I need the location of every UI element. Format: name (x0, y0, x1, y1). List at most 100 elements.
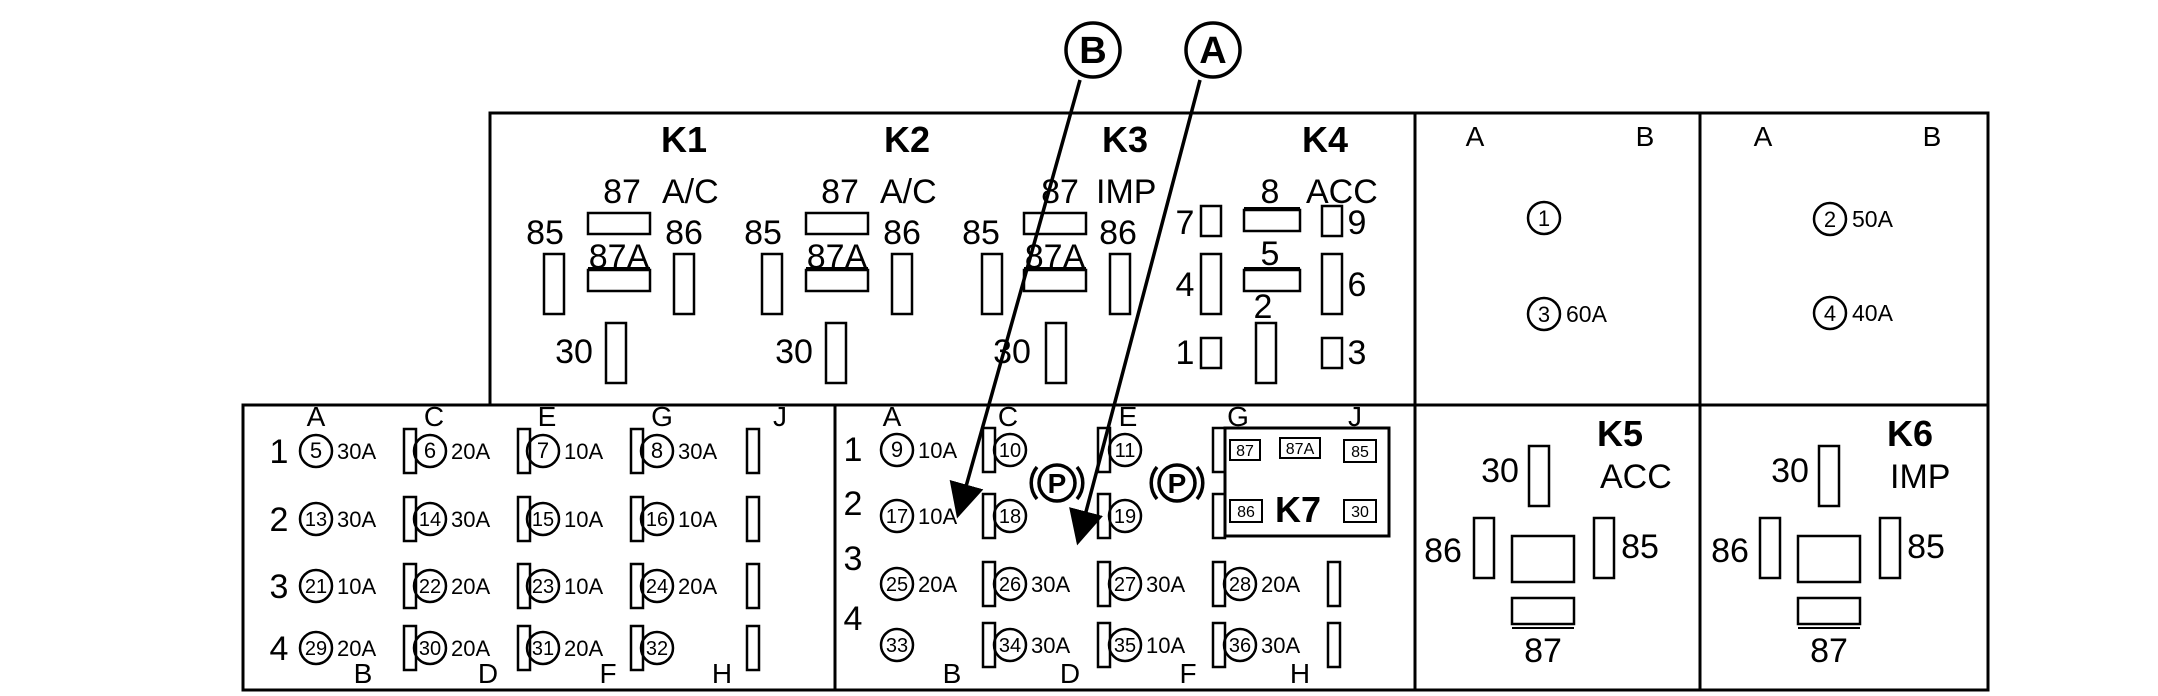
svg-text:40A: 40A (1852, 300, 1894, 326)
relay-k4-label: K4 (1302, 119, 1348, 160)
k4-terminal-1: 1 (1176, 334, 1195, 372)
svg-text:87A: 87A (1286, 441, 1315, 458)
fuse-rating: 30A (1031, 572, 1070, 597)
maxi1-col-b: B (1636, 121, 1655, 152)
svg-text:1: 1 (270, 433, 289, 471)
fuse-rating: 10A (564, 507, 603, 532)
fuse-slot (629, 427, 645, 475)
fuse-rating: 10A (918, 504, 957, 529)
fuse-slot (516, 624, 532, 672)
k6-terminal-85: 85 (1907, 528, 1945, 566)
svg-text:F: F (1179, 658, 1196, 689)
fuse-rating: 20A (451, 574, 490, 599)
callout-a-label: A (1199, 30, 1226, 72)
fuse: 36 30A (1222, 627, 1300, 663)
fuse-number: 18 (999, 506, 1021, 528)
svg-text:D: D (1060, 658, 1080, 689)
k2-terminal-86: 86 (883, 214, 921, 252)
fuse-bank-left-labels: A C E G J B D F H 1 2 3 4 (270, 401, 787, 689)
maxi-fuse: 1 (1526, 200, 1562, 236)
fuse-number: 7 (537, 438, 549, 463)
k5-terminal-87: 87 (1524, 632, 1562, 670)
fuse-slot (1211, 560, 1227, 608)
relay-k5: K5 ACC 30 86 85 87 (1424, 413, 1672, 670)
fuse-slot (402, 624, 418, 672)
fuse-rating: 30A (337, 507, 376, 532)
fuse-slot (1096, 621, 1112, 669)
k5-function: ACC (1600, 458, 1672, 496)
svg-text:2: 2 (844, 485, 863, 523)
fuse-rating: 20A (678, 574, 717, 599)
fuse-rating: 30A (1261, 633, 1300, 658)
svg-text:D: D (478, 658, 498, 689)
svg-text:1: 1 (1538, 206, 1550, 231)
fuse-slot (981, 560, 997, 608)
svg-text:G: G (651, 401, 673, 432)
fuse-number: 13 (305, 509, 327, 531)
fuse-slot (981, 621, 997, 669)
fuse-rating: 10A (564, 574, 603, 599)
fuse-rating: 30A (678, 439, 717, 464)
maxi-fuse-panel-2: A B 2 50A 4 40A (1754, 121, 1941, 331)
fuse-slot (629, 562, 645, 610)
callout-a: A (1184, 21, 1242, 79)
svg-text:87: 87 (1236, 443, 1254, 460)
fuse-rating: 30A (337, 439, 376, 464)
fuse-slot (402, 495, 418, 543)
k4-terminal-8: 8 (1261, 173, 1280, 211)
k5-terminal-30: 30 (1481, 452, 1519, 490)
maxi-fuse: 4 40A (1812, 295, 1894, 331)
svg-text:C: C (998, 401, 1018, 432)
fuse-number: 6 (424, 438, 436, 463)
fuse-slot (1211, 492, 1227, 540)
fuse-slot (516, 495, 532, 543)
fuse-slot (629, 624, 645, 672)
svg-text:2: 2 (270, 501, 289, 539)
fuse-slot (981, 492, 997, 540)
fuse-slot (745, 495, 761, 543)
k4-terminal-4: 4 (1176, 266, 1195, 304)
fuse-rating: 10A (1146, 633, 1185, 658)
svg-text:60A: 60A (1566, 301, 1608, 327)
relay-k3: K3 87 IMP 85 86 87A 30 (962, 119, 1156, 385)
k6-function: IMP (1890, 458, 1950, 496)
svg-text:3: 3 (1538, 302, 1550, 327)
fuse-slot (629, 495, 645, 543)
fuse-rating: 20A (337, 636, 376, 661)
k4-terminal-2: 2 (1254, 288, 1273, 326)
fuse-rating: 10A (678, 507, 717, 532)
k3-terminal-30: 30 (993, 333, 1031, 371)
maxi2-col-a: A (1754, 121, 1773, 152)
k4-terminal-7: 7 (1176, 204, 1195, 242)
fuse-number: 15 (532, 509, 554, 531)
fuse-number: 8 (651, 438, 663, 463)
svg-text:50A: 50A (1852, 206, 1894, 232)
svg-text:H: H (1290, 658, 1310, 689)
k3-terminal-86: 86 (1099, 214, 1137, 252)
fuse: 18 (992, 498, 1028, 534)
k5-terminal-86: 86 (1424, 532, 1462, 570)
fuse: 10 (992, 432, 1028, 468)
fuse-number: 10 (999, 440, 1021, 462)
maxi1-col-a: A (1466, 121, 1485, 152)
fuse-rating: 10A (918, 438, 957, 463)
fuse-number: 32 (646, 638, 668, 660)
svg-text:P: P (1168, 468, 1187, 499)
relay-k2-label: K2 (884, 119, 930, 160)
fuse-slot (1326, 560, 1342, 608)
k3-terminal-85: 85 (962, 214, 1000, 252)
fuse-number: 36 (1229, 635, 1251, 657)
fuse-slot (1096, 560, 1112, 608)
fuse-slot (745, 427, 761, 475)
k1-terminal-87: 87 (603, 173, 641, 211)
